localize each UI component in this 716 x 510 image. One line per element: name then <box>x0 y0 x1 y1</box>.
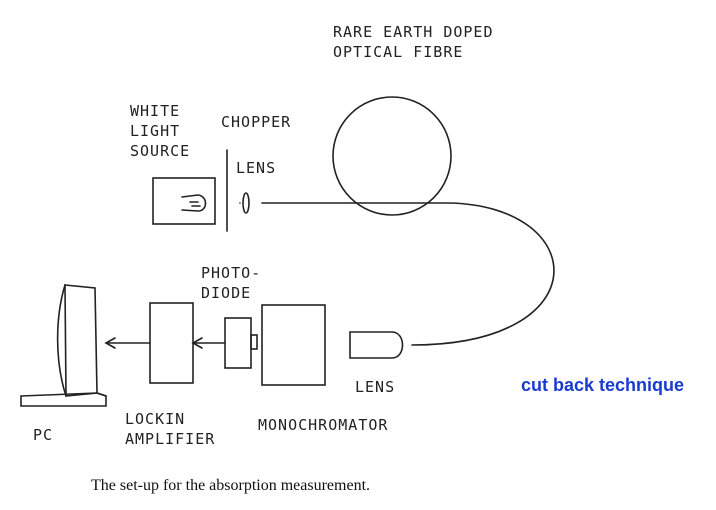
label-pc: PC <box>33 426 54 444</box>
optical-fibre <box>261 202 555 346</box>
label-chopper: CHOPPER <box>221 113 292 131</box>
label-photodiode: PHOTO- DIODE <box>201 264 262 302</box>
lens-top <box>242 192 250 214</box>
label-lockin-amplifier: LOCKIN AMPLIFIER <box>125 410 216 448</box>
photodiode <box>224 317 252 369</box>
white-light-source <box>152 177 216 225</box>
label-lens-top: LENS <box>236 159 277 177</box>
cut-back-technique-note: cut back technique <box>521 375 685 395</box>
lens-bottom <box>349 331 404 359</box>
label-lens-bottom: LENS <box>355 378 396 396</box>
label-white-light-source: WHITE LIGHT SOURCE <box>130 102 191 160</box>
figure-caption: The set-up for the absorption measuremen… <box>91 477 371 494</box>
label-monochromator: MONOCHROMATOR <box>258 416 389 434</box>
label-fibre: RARE EARTH DOPED OPTICAL FIBRE <box>333 23 494 61</box>
lamp-icon <box>181 194 207 212</box>
fibre-coil <box>332 96 452 216</box>
monochromator <box>261 304 326 386</box>
pc-computer <box>20 284 107 407</box>
lockin-amplifier <box>149 302 194 384</box>
